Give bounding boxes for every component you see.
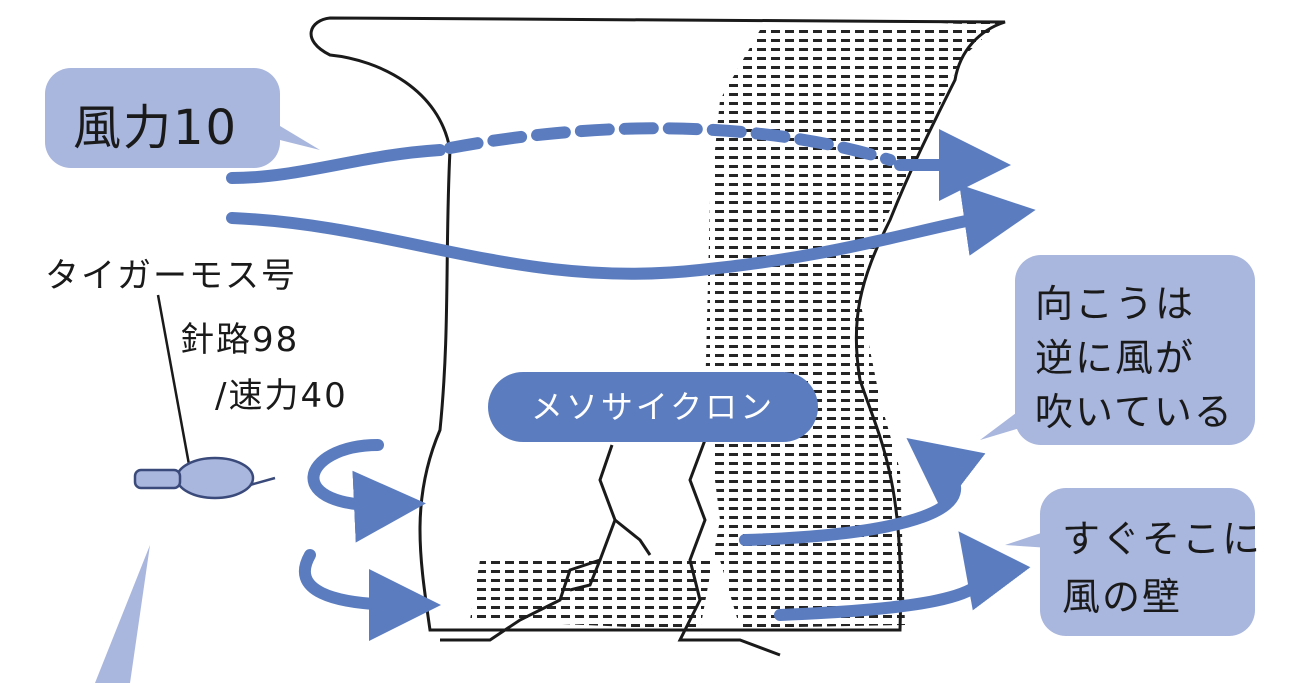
- reverse-wind-line-2: 逆に風が: [1035, 336, 1196, 380]
- wind-arrows: [226, 122, 1036, 641]
- reverse-wind-line-1: 向こうは: [1035, 282, 1196, 326]
- lightning: [440, 439, 781, 657]
- ship-name: タイガーモス号: [45, 256, 297, 296]
- cloud-outline: [309, 16, 1006, 632]
- reverse-wind-line-3: 吹いている: [1035, 390, 1234, 434]
- wind-force-bubble: 風力10: [45, 68, 280, 168]
- wind-wall-bubble: すぐそこに 風の壁: [1040, 488, 1260, 636]
- mesocyclone-text: メソサイクロン: [530, 388, 776, 426]
- wind-force-label: 風力10: [73, 100, 239, 156]
- mesocyclone-label: メソサイクロン: [488, 372, 818, 442]
- ship-heading: 針路98: [180, 320, 300, 360]
- wind-wall-line-2: 風の壁: [1062, 575, 1183, 619]
- wind-wall-line-1: すぐそこに: [1062, 517, 1263, 561]
- reverse-wind-bubble: 向こうは 逆に風が 吹いている: [1015, 255, 1255, 445]
- airship-icon: [133, 294, 276, 500]
- cloud-shading: [470, 22, 1000, 630]
- ship-speed: /速力40: [215, 376, 348, 416]
